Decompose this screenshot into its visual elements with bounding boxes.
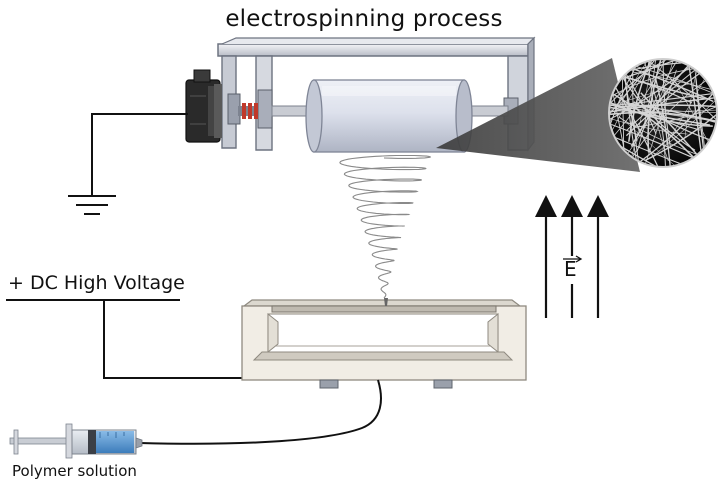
spinneret-platform	[242, 298, 526, 388]
motor-icon	[186, 70, 222, 142]
ground-symbol-icon	[68, 196, 116, 214]
solution-label: Polymer solution	[12, 462, 137, 480]
shaft-coupling	[238, 103, 258, 119]
diagram-title: electrospinning process	[0, 6, 728, 32]
high-voltage-wire	[6, 300, 242, 378]
field-label: E	[564, 257, 577, 281]
rotating-drum-collector	[186, 1, 728, 224]
drum	[306, 80, 472, 152]
syringe-icon	[10, 424, 142, 458]
polymer-jet-spiral	[340, 156, 430, 299]
voltage-label: + DC High Voltage	[8, 272, 185, 294]
feed-tube	[140, 380, 381, 444]
ground-connection	[68, 114, 188, 214]
